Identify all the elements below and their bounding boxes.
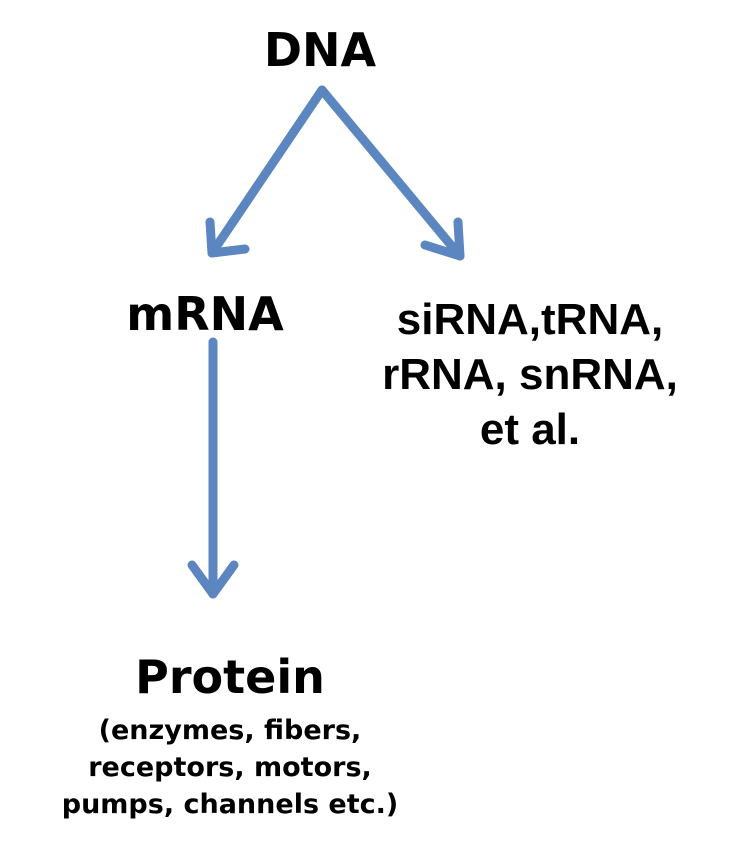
other-rna-line-3: et al. [479, 405, 581, 454]
node-protein: Protein [135, 650, 325, 704]
arrow-dna-to-mrna [205, 85, 327, 258]
other-rna-line-2: rRNA, snRNA, [382, 350, 678, 399]
node-dna: DNA [263, 23, 377, 77]
node-mrna: mRNA [126, 287, 284, 341]
protein-examples-line-1: (enzymes, fibers, [98, 715, 362, 746]
arrow-dna-to-other-rna [317, 85, 465, 261]
protein-examples-line-2: receptors, motors, [88, 752, 372, 783]
arrow-mrna-to-protein [187, 337, 239, 599]
other-rna-line-1: siRNA,tRNA, [396, 295, 664, 344]
protein-examples-line-3: pumps, channels etc.) [61, 789, 399, 820]
node-other-rna: siRNA,tRNA, rRNA, snRNA, et al. [350, 292, 710, 457]
protein-examples: (enzymes, fibers, receptors, motors, pum… [30, 712, 430, 823]
